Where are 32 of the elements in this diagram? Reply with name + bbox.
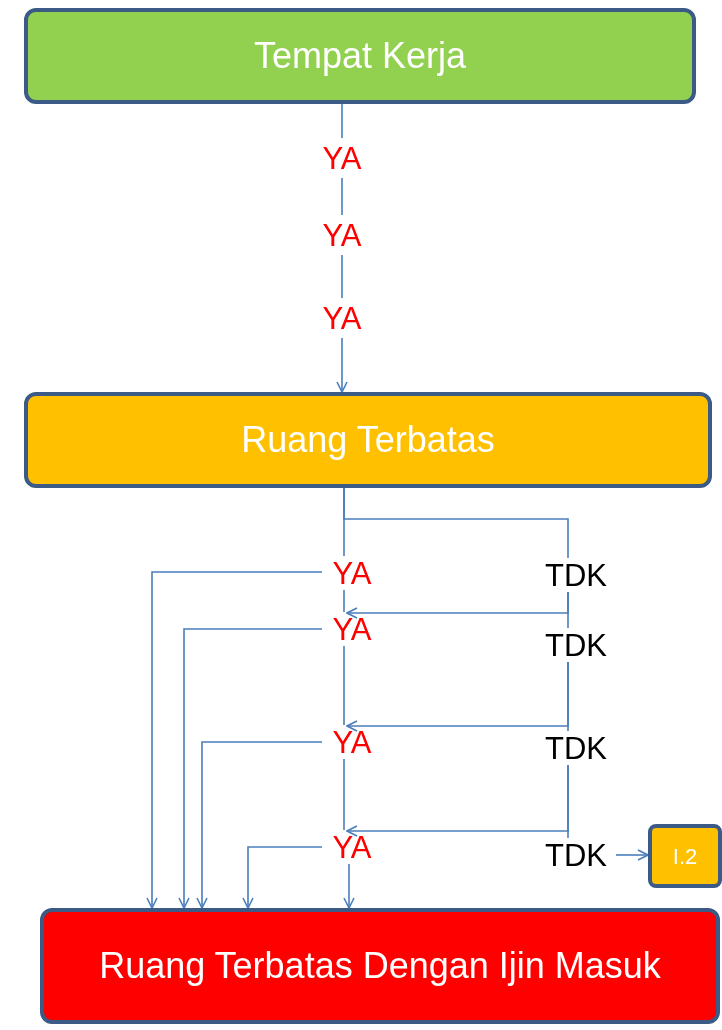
no-label: TDK bbox=[536, 558, 616, 592]
connector-line bbox=[343, 758, 345, 831]
yes-label: YA bbox=[312, 215, 372, 255]
arrow bbox=[615, 849, 649, 861]
arrow bbox=[343, 863, 355, 909]
connector-line bbox=[341, 254, 343, 299]
arrow bbox=[346, 764, 569, 837]
no-label: TDK bbox=[536, 731, 616, 765]
arrow bbox=[346, 661, 569, 732]
reference-box: I.2 bbox=[648, 824, 722, 888]
connector-line bbox=[341, 103, 343, 139]
yes-label: YA bbox=[312, 298, 372, 338]
process-box: Ruang Terbatas Dengan Ijin Masuk bbox=[40, 908, 720, 1024]
connector-line bbox=[343, 589, 345, 613]
yes-label: YA bbox=[322, 725, 382, 759]
no-label: TDK bbox=[536, 628, 616, 662]
process-box: Tempat Kerja bbox=[24, 8, 696, 104]
arrow bbox=[146, 571, 323, 909]
no-label: TDK bbox=[536, 838, 616, 872]
connector-line bbox=[343, 645, 345, 726]
connector-line bbox=[341, 177, 343, 216]
yes-label: YA bbox=[312, 138, 372, 178]
yes-label: YA bbox=[322, 830, 382, 864]
arrow bbox=[178, 628, 323, 909]
connector-line bbox=[343, 487, 569, 559]
arrow bbox=[242, 846, 323, 909]
arrow bbox=[346, 591, 569, 619]
arrow bbox=[196, 741, 323, 909]
yes-label: YA bbox=[322, 612, 382, 646]
process-box: Ruang Terbatas bbox=[24, 392, 712, 488]
arrow bbox=[336, 337, 348, 393]
yes-label: YA bbox=[322, 556, 382, 590]
